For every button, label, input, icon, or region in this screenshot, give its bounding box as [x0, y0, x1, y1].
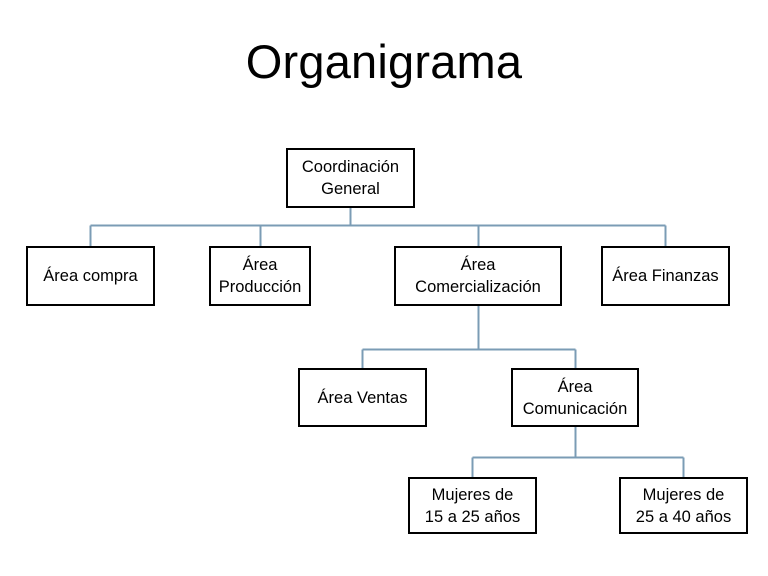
org-node-coordinacion-general[interactable]: Coordinación General	[286, 148, 415, 208]
org-node-area-produccion[interactable]: Área Producción	[209, 246, 311, 306]
org-node-area-finanzas[interactable]: Área Finanzas	[601, 246, 730, 306]
page-title: Organigrama	[245, 35, 523, 88]
org-node-mujeres-25-40[interactable]: Mujeres de 25 a 40 años	[619, 477, 748, 534]
org-node-area-comercializacion[interactable]: Área Comercialización	[394, 246, 562, 306]
org-node-area-ventas[interactable]: Área Ventas	[298, 368, 427, 427]
org-node-mujeres-15-25[interactable]: Mujeres de 15 a 25 años	[408, 477, 537, 534]
org-node-area-compra[interactable]: Área compra	[26, 246, 155, 306]
org-node-area-comunicacion[interactable]: Área Comunicación	[511, 368, 639, 427]
